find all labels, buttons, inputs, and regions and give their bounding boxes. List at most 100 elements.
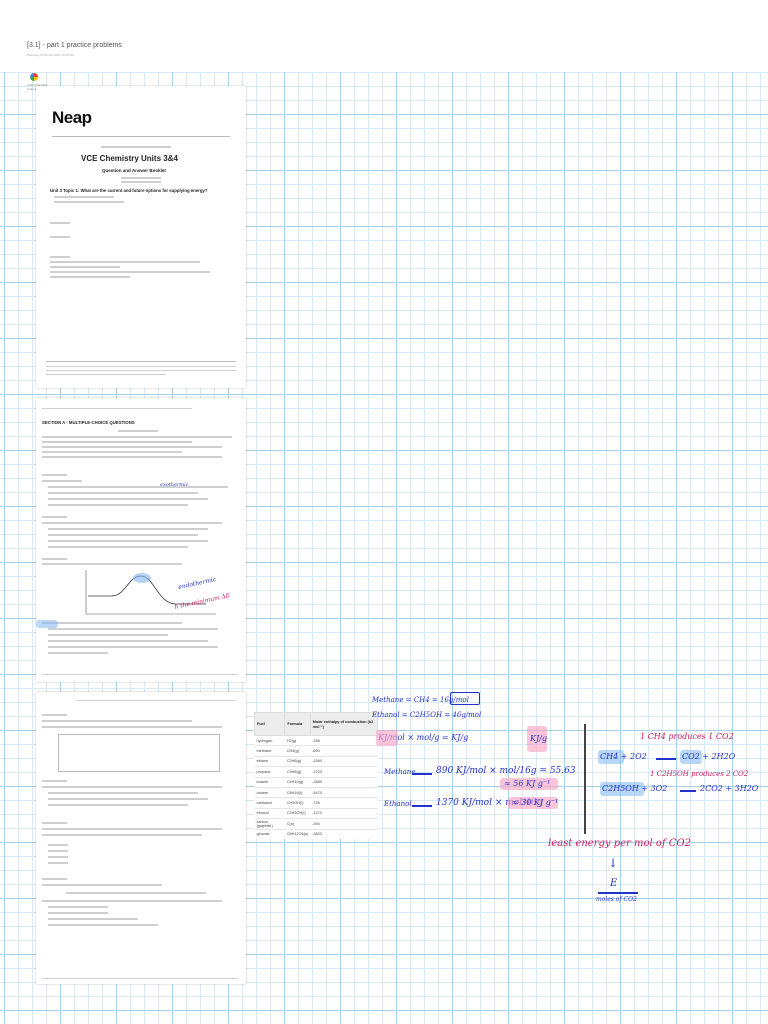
text-line (42, 780, 67, 782)
note-title[interactable]: [3.1] - part 1 practice problems (27, 42, 122, 49)
text-line (50, 222, 70, 224)
text-line (42, 456, 222, 458)
text-line (42, 828, 222, 830)
text-line (48, 640, 208, 642)
enthalpy-table: Fuel Formula Molar enthalpy of combustio… (253, 712, 379, 839)
text-line (42, 516, 67, 518)
text-line (42, 441, 192, 443)
text-line (42, 622, 182, 624)
separator-line (584, 724, 586, 834)
text-line (48, 792, 198, 794)
text-line (48, 498, 208, 500)
text-line (42, 558, 67, 560)
ethanol-calculation: 1370 KJ/mol × mol/46g (436, 798, 543, 808)
ethanol-label: Ethanol (384, 800, 412, 808)
text-line (50, 261, 200, 263)
booklet-subtitle: Question and Answer Booklet (102, 168, 166, 173)
table-header: Formula (284, 712, 311, 736)
divider (52, 136, 230, 137)
text-line (76, 700, 236, 701)
text-line (118, 430, 158, 432)
ethanol-equation-left: C2H5OH + 3O2 (602, 784, 668, 793)
annotation-text: exothermic (160, 482, 189, 488)
pdf-page-cover: Neap VCE Chemistry Units 3&4 Question an… (36, 86, 246, 388)
pdf-page-section-a: SECTION A - MULTIPLE-CHOICE QUESTIONS (36, 398, 246, 682)
text-line (42, 878, 67, 880)
divider (46, 361, 236, 362)
least-energy-note: least energy per mol of CO2 (548, 838, 691, 849)
methane-result: ≈ 56 KJ g⁻¹ (504, 779, 551, 788)
table-header: Molar enthalpy of combustion (kJ mol⁻¹) (309, 712, 379, 736)
text-line (121, 177, 161, 179)
question-table (58, 734, 220, 772)
text-line (42, 480, 82, 482)
text-line (42, 563, 182, 565)
methane-calculation: 890 KJ/mol × mol/16g = 55.63 (436, 766, 576, 776)
text-line (42, 726, 222, 728)
note-timestamp: Saturday, 00 Month 2024 10:00 AM (27, 53, 74, 57)
ch4-equation-left: CH4 + 2O2 (600, 752, 647, 761)
highlight (600, 782, 644, 796)
ethanol-equation-right: 2CO2 + 3H2O (700, 784, 759, 793)
arrow-line (680, 790, 696, 792)
text-line (50, 271, 210, 273)
text-line (48, 850, 68, 852)
text-line (42, 884, 162, 886)
ch4-co2-note: 1 CH4 produces 1 CO2 (640, 732, 734, 741)
highlight (500, 778, 558, 790)
text-line (48, 546, 188, 548)
arrow-line (656, 758, 676, 760)
text-line (42, 714, 67, 716)
text-line (48, 856, 68, 858)
text-line (48, 844, 68, 846)
text-line (48, 486, 228, 488)
text-line (48, 540, 208, 542)
text-line (48, 492, 198, 494)
text-line (42, 408, 192, 409)
ethanol-co2-note: 1 C2H5OH produces 2 CO2 (650, 770, 749, 778)
arrow-line (412, 805, 432, 807)
text-line (42, 674, 238, 675)
text-line (48, 918, 138, 920)
exam-title: VCE Chemistry Units 3&4 (81, 154, 178, 163)
highlight (36, 620, 58, 628)
text-line (42, 834, 202, 836)
ch4-equation-right: CO2 + 2H2O (682, 752, 736, 761)
text-line (50, 266, 120, 268)
text-line (54, 196, 114, 198)
text-line (66, 892, 206, 894)
text-line (50, 256, 70, 258)
text-line (48, 862, 68, 864)
table-row: carbon (graphite)C(s)-394 (254, 818, 378, 830)
pdf-page-questions (36, 692, 246, 984)
text-line (50, 276, 130, 278)
text-line (42, 786, 222, 788)
highlight (598, 750, 624, 764)
fraction-numerator: E (610, 878, 618, 889)
text-line (48, 912, 108, 914)
text-line (42, 522, 222, 524)
energy-profile-diagram (85, 570, 216, 615)
section-heading: SECTION A - MULTIPLE-CHOICE QUESTIONS (42, 420, 135, 425)
text-line (48, 924, 158, 926)
attachment-label[interactable]: VCE Chemistry Units 3&4 (27, 83, 48, 91)
unit-equation: KJ/mol × mol/g = KJ/g (378, 733, 469, 742)
highlight (680, 750, 702, 764)
text-line (48, 652, 108, 654)
ethanol-result: ≈ 30 KJ g⁻¹ (512, 798, 559, 807)
text-line (46, 366, 236, 367)
arrow-line (412, 773, 432, 775)
methane-label: Methane (384, 768, 416, 776)
fraction-denominator: moles of CO2 (596, 896, 637, 903)
document-icon[interactable] (30, 73, 38, 81)
text-line (48, 534, 198, 536)
down-arrow-icon: ↓ (608, 856, 619, 870)
text-line (42, 474, 67, 476)
text-line (48, 798, 208, 800)
highlight (527, 726, 547, 752)
fraction-bar (598, 892, 638, 894)
